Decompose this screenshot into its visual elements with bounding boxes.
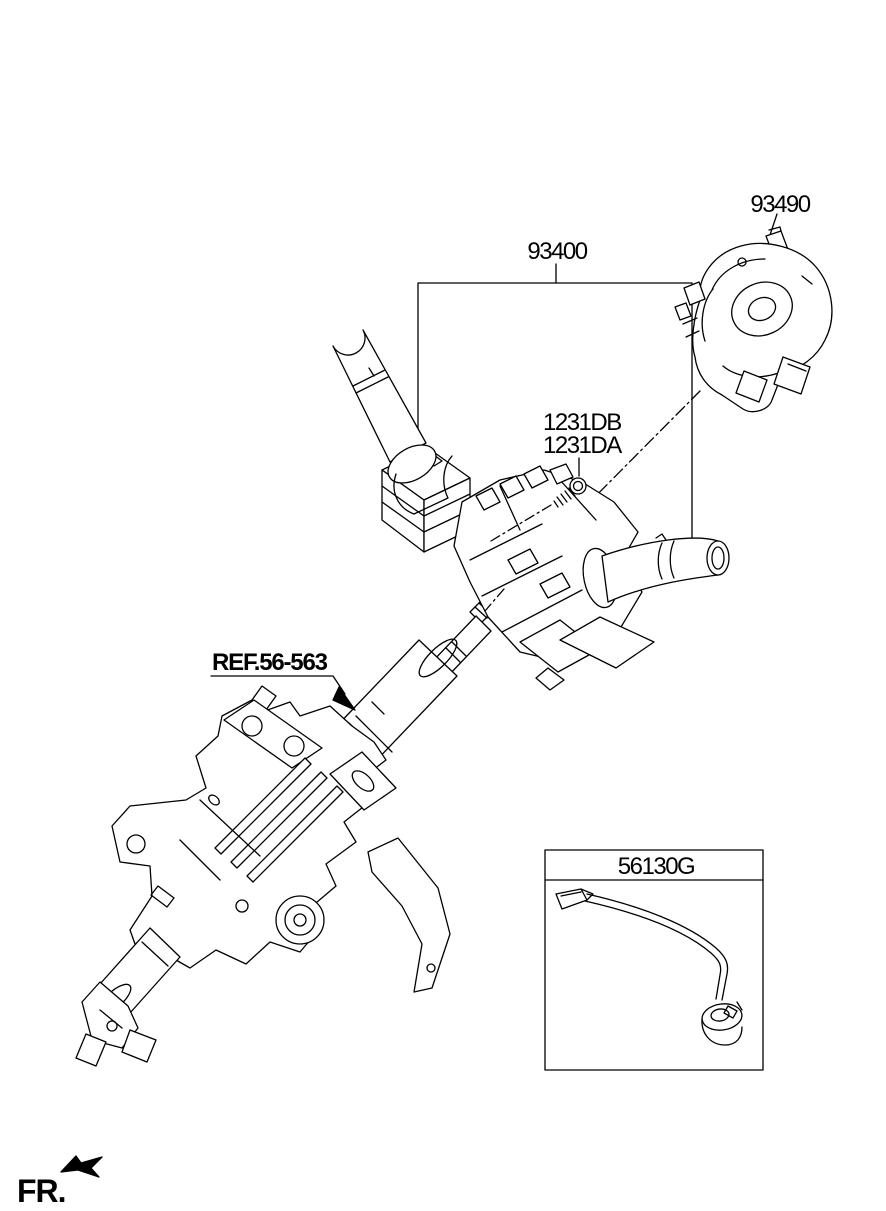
part-label-93490: 93490 — [750, 191, 811, 218]
part-box-56130g — [544, 849, 764, 1071]
steering-column-drawing — [75, 599, 494, 1067]
part-box-93400 — [417, 263, 693, 553]
part-label-1231da: 1231DA — [543, 432, 622, 459]
clock-spring-drawing — [674, 226, 833, 413]
wiring-56130g-drawing — [544, 849, 764, 1071]
reference-label-56-563: REF.56-563 — [212, 649, 328, 676]
combination-switch-drawing — [332, 329, 730, 691]
screw-drawing — [490, 457, 587, 542]
center-line-lower — [484, 588, 505, 612]
front-direction-label: FR. — [17, 1173, 67, 1209]
front-direction-arrow-icon — [60, 1155, 103, 1178]
part-label-1231db: 1231DB — [543, 409, 622, 436]
part-label-56130g: 56130G — [617, 853, 696, 880]
part-label-93400: 93400 — [527, 238, 588, 265]
ref-arrowhead — [332, 686, 356, 711]
ref-leader — [210, 675, 356, 711]
